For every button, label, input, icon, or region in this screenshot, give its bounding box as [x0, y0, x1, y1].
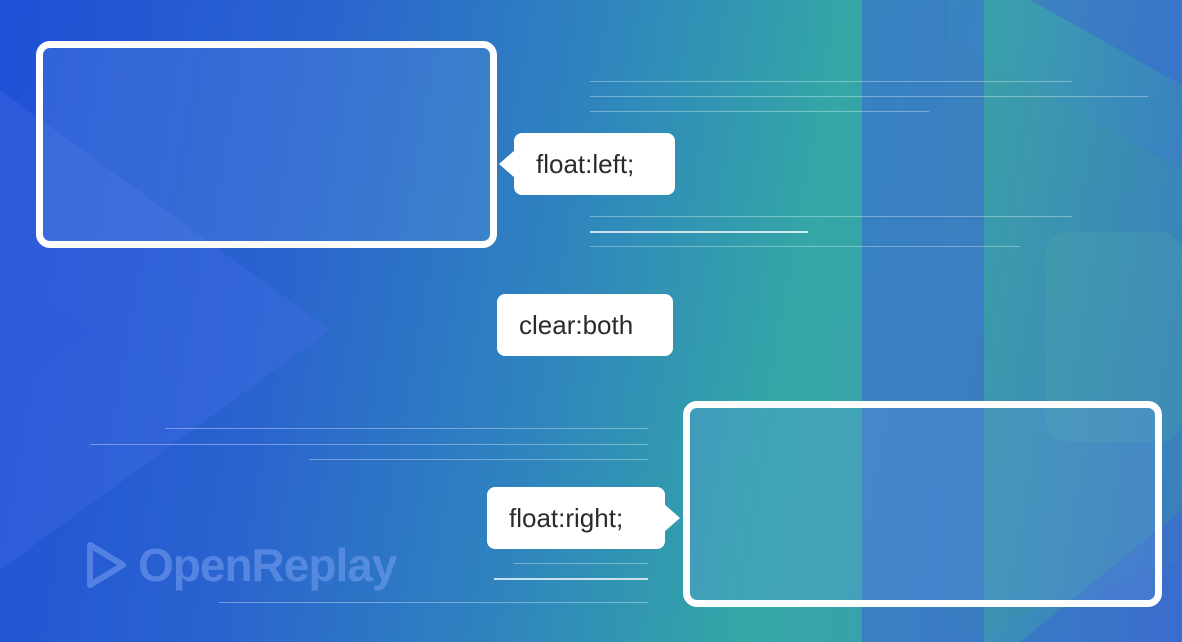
clear-both-label: clear:both — [497, 294, 673, 356]
float-right-label: float:right; — [487, 487, 680, 549]
text-line — [514, 563, 648, 564]
float-right-box — [683, 401, 1162, 607]
text-line — [219, 602, 648, 603]
bg-corner-top — [1030, 0, 1182, 85]
play-triangle-icon — [87, 542, 126, 588]
text-line — [590, 111, 929, 112]
text-line — [590, 96, 1148, 97]
logo-text: OpenReplay — [138, 539, 397, 591]
text-line — [590, 81, 1072, 82]
float-left-box — [36, 41, 497, 248]
text-line — [590, 216, 1072, 217]
text-line — [494, 578, 648, 580]
openreplay-logo: OpenReplay — [84, 536, 397, 594]
bg-triangle-small — [0, 270, 95, 400]
text-line — [590, 246, 1020, 247]
text-line — [309, 459, 648, 460]
text-line — [590, 231, 808, 233]
text-line — [90, 444, 648, 445]
text-line — [165, 428, 648, 429]
float-left-label: float:left; — [499, 133, 675, 195]
